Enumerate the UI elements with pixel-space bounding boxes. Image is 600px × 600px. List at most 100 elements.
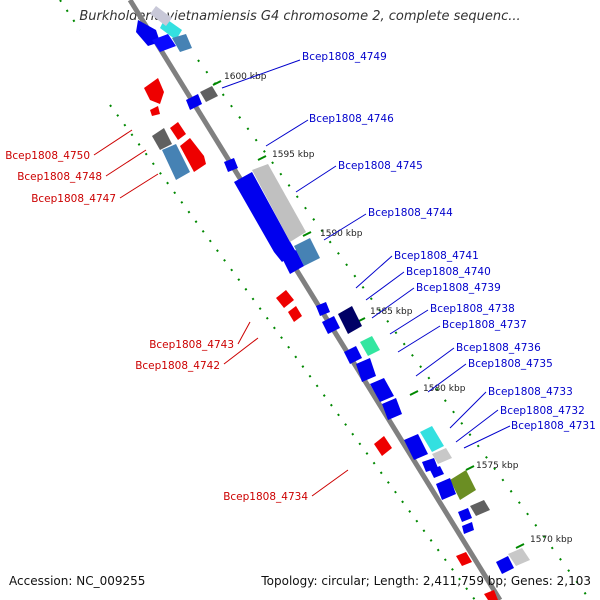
gene-label-4743: Bcep1808_4743 [149, 339, 234, 351]
feature-top-gray [150, 6, 172, 26]
outer-guide-line [197, 59, 591, 600]
tick-label-1595: 1595 kbp [272, 150, 315, 160]
feature-blue-c [462, 522, 474, 534]
feature-4736 [356, 358, 376, 382]
gene-label-4739: Bcep1808_4739 [416, 282, 501, 294]
gene-label-4746: Bcep1808_4746 [309, 113, 394, 125]
gene-label-4741: Bcep1808_4741 [394, 250, 479, 262]
label-line-4743 [237, 321, 251, 345]
gene-label-4744: Bcep1808_4744 [368, 207, 453, 219]
gene-label-4749: Bcep1808_4749 [302, 51, 387, 63]
gene-label-4737: Bcep1808_4737 [442, 319, 527, 331]
tick-label-1590: 1590 kbp [320, 229, 363, 239]
feature-4749-blue [186, 94, 202, 110]
feature-4738 [360, 336, 380, 356]
label-line-4735 [427, 363, 467, 393]
reverse-features [144, 78, 498, 600]
gene-label-4734: Bcep1808_4734 [223, 491, 308, 503]
forward-features [136, 6, 530, 574]
feature-4746 [224, 158, 238, 172]
feature-4735-b [382, 398, 402, 420]
feature-4740 [322, 316, 340, 334]
gene-label-4740: Bcep1808_4740 [406, 266, 491, 278]
tick-mark-1600 [212, 80, 222, 86]
feature-4737 [344, 346, 362, 364]
feature-4743 [276, 290, 294, 308]
far-outer-guide-line [59, 0, 81, 31]
chromosome-backbone [127, 0, 503, 600]
feature-4747-red [180, 138, 206, 172]
label-line-4731 [463, 425, 511, 449]
feature-bottom-red-2 [484, 590, 498, 600]
feature-blue-b [458, 508, 472, 522]
label-line-4734 [311, 469, 349, 497]
label-line-4742 [223, 337, 259, 365]
feature-4744-b [282, 250, 304, 274]
forward-label-lines [221, 59, 511, 449]
feature-blue-d [496, 556, 514, 574]
feature-4732 [432, 448, 452, 464]
feature-4739 [338, 306, 362, 334]
inner-guide-line [109, 104, 476, 600]
gene-label-4748: Bcep1808_4748 [17, 171, 102, 183]
label-line-4733 [449, 391, 487, 429]
gene-label-4745: Bcep1808_4745 [338, 160, 423, 172]
tick-label-1600: 1600 kbp [224, 72, 267, 82]
guide-lines [59, 0, 591, 600]
feature-4733-blue [404, 434, 428, 460]
label-line-4736 [415, 347, 455, 377]
tick-mark-1590 [302, 231, 312, 237]
gene-label-4733: Bcep1808_4733 [488, 386, 573, 398]
accession-text: Accession: NC_009255 [9, 574, 146, 588]
tick-mark-1580 [409, 390, 419, 396]
tick-mark-1595 [257, 155, 267, 161]
gene-label-4731: Bcep1808_4731 [511, 420, 596, 432]
gene-label-4736: Bcep1808_4736 [456, 342, 541, 354]
label-line-4745 [295, 165, 337, 193]
gene-label-4742: Bcep1808_4742 [135, 360, 220, 372]
feature-4742 [288, 306, 302, 322]
feature-4745-silver [252, 164, 306, 242]
feature-4734 [374, 436, 392, 456]
label-line-4737 [397, 325, 441, 353]
gene-label-4750: Bcep1808_4750 [5, 150, 90, 162]
topology-summary-text: Topology: circular; Length: 2,411,759 bp… [261, 574, 591, 588]
label-line-4747 [119, 173, 159, 199]
gene-label-4732: Bcep1808_4732 [500, 405, 585, 417]
label-line-4749 [221, 59, 301, 89]
feature-4733-cyan [420, 426, 444, 452]
tick-mark-1575 [465, 465, 475, 471]
feature-4748-steel [162, 144, 190, 180]
feature-top-blue-2 [152, 34, 176, 52]
feature-4731-b [430, 466, 444, 478]
tick-label-1585: 1585 kbp [370, 307, 413, 317]
tick-marks [212, 80, 525, 549]
feature-4741 [316, 302, 330, 316]
label-line-4738 [389, 309, 429, 335]
map-title: Burkholderia vietnamiensis G4 chromosome… [79, 9, 521, 24]
feature-4750-arrow [144, 78, 164, 104]
gene-label-4735: Bcep1808_4735 [468, 358, 553, 370]
label-line-4746 [265, 119, 309, 147]
feature-blue-a [436, 478, 456, 500]
label-line-4748 [105, 149, 147, 177]
feature-4745-blue [234, 172, 296, 262]
tick-mark-1570 [515, 543, 525, 549]
reverse-label-lines [93, 129, 349, 497]
tick-label-1575: 1575 kbp [476, 461, 519, 471]
feature-4749-gray [200, 86, 218, 102]
tick-label-1570: 1570 kbp [530, 535, 573, 545]
gene-label-4747: Bcep1808_4747 [31, 193, 116, 205]
tick-label-1580: 1580 kbp [423, 384, 466, 394]
feature-small-red [150, 106, 160, 116]
feature-olive [450, 470, 476, 500]
feature-4735 [370, 378, 394, 402]
label-line-4750 [93, 129, 133, 156]
feature-4748-red [170, 122, 186, 140]
feature-top-steel [172, 34, 192, 52]
feature-bottom-red [456, 552, 472, 566]
feature-gray-a [470, 500, 490, 516]
forward-gene-labels: Bcep1808_4749 Bcep1808_4746 Bcep1808_474… [302, 51, 596, 432]
label-line-4732 [455, 409, 499, 443]
